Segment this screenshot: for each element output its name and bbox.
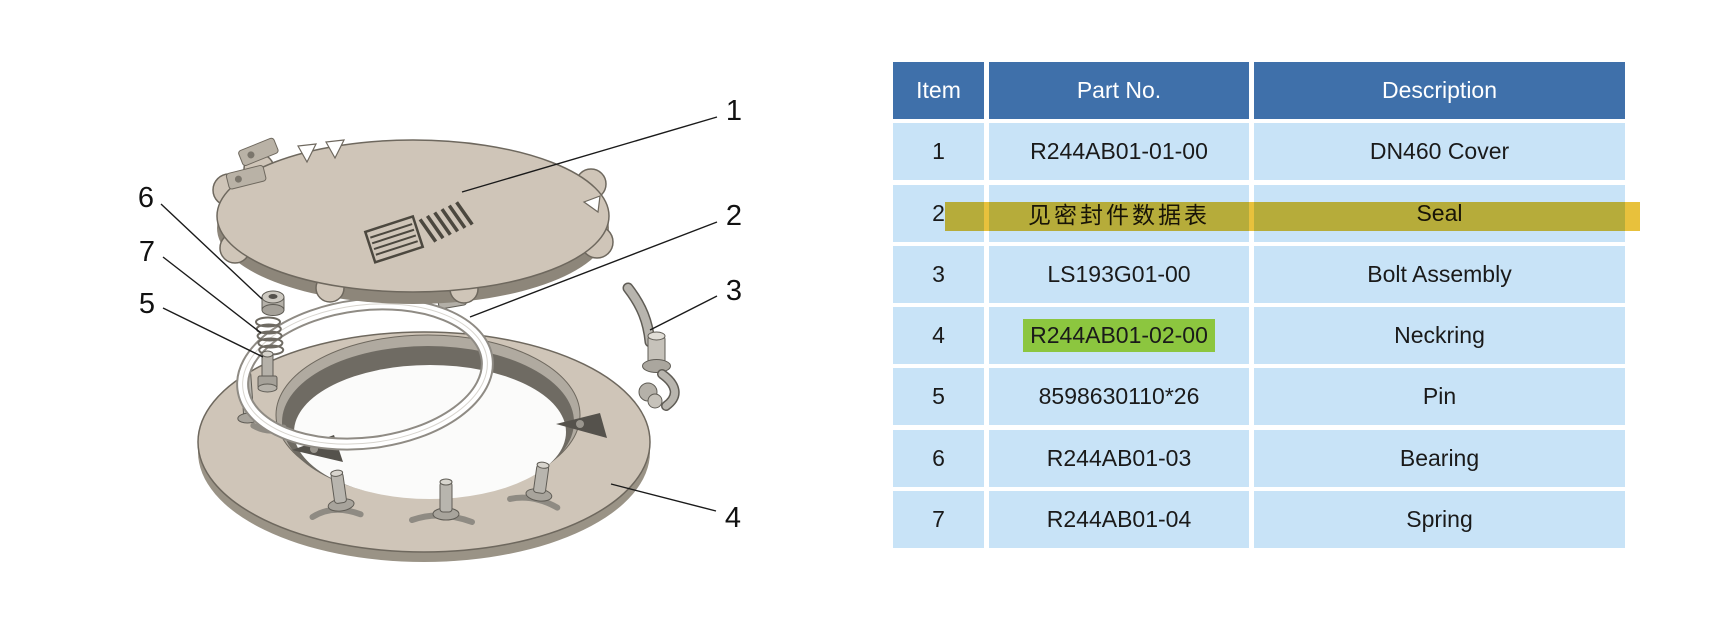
callout-line-4 (610, 483, 717, 512)
part-no-cell-row2: 见密封件数据表 (989, 184, 1249, 242)
pin-part (257, 350, 278, 393)
callout-number-6: 6 (138, 182, 154, 214)
part-no-cell-row3: LS193G01-00 (989, 245, 1249, 303)
callout-number-1: 1 (726, 95, 742, 127)
logo-engraving (363, 201, 474, 264)
hinge-tabs (225, 137, 279, 190)
callout-number-2: 2 (726, 200, 742, 232)
part-no-cell-row7: R244AB01-04 (989, 491, 1249, 549)
description-cell-row5: Pin (1254, 368, 1625, 426)
description-cell-row3: Bolt Assembly (1254, 245, 1625, 303)
description-cell-row1: DN460 Cover (1254, 123, 1625, 181)
callout-number-3: 3 (726, 275, 742, 307)
callout-number-5: 5 (139, 288, 155, 320)
exploded-view-diagram: 1 2 3 4 5 6 7 (138, 95, 742, 562)
callout-line-5 (162, 307, 264, 358)
callout-number-7: 7 (139, 236, 155, 268)
callout-line-1 (461, 116, 718, 193)
header-part-no: Part No. (989, 62, 1249, 119)
item-cell-row3: 3 (893, 245, 984, 303)
callout-numbers: 1 2 3 4 5 6 7 (138, 95, 742, 534)
description-cell-row7: Spring (1254, 491, 1625, 549)
callout-leader-lines (160, 116, 718, 512)
item-cell-row1: 1 (893, 123, 984, 181)
item-cell-row7: 7 (893, 491, 984, 549)
callout-number-4: 4 (725, 502, 741, 534)
callout-line-6 (160, 203, 263, 300)
callout-line-3 (649, 295, 718, 331)
bolt-assembly-part (622, 282, 680, 411)
part-no-cell-row6: R244AB01-03 (989, 429, 1249, 487)
header-item: Item (893, 62, 984, 119)
callout-line-7 (162, 256, 262, 334)
description-cell-row2: Seal (1254, 184, 1625, 242)
bearing-part (261, 290, 285, 316)
item-cell-row6: 6 (893, 429, 984, 487)
cover-part (212, 137, 614, 304)
green-highlighted-part-no: R244AB01-02-00 (1023, 319, 1215, 353)
description-cell-row4: Neckring (1254, 307, 1625, 365)
seal-ring-part (236, 297, 494, 451)
part-no-cell-row4: R244AB01-02-00 (989, 307, 1249, 365)
item-cell-row2: 2 (893, 184, 984, 242)
callout-line-2 (469, 221, 718, 318)
header-description: Description (1254, 62, 1625, 119)
description-cell-row6: Bearing (1254, 429, 1625, 487)
item-cell-row4: 4 (893, 307, 984, 365)
part-no-cell-row5: 8598630110*26 (989, 368, 1249, 426)
item-cell-row5: 5 (893, 368, 984, 426)
parts-table: Item Part No. Description 1 R244AB01-01-… (893, 62, 1640, 549)
part-no-cell-row1: R244AB01-01-00 (989, 123, 1249, 181)
